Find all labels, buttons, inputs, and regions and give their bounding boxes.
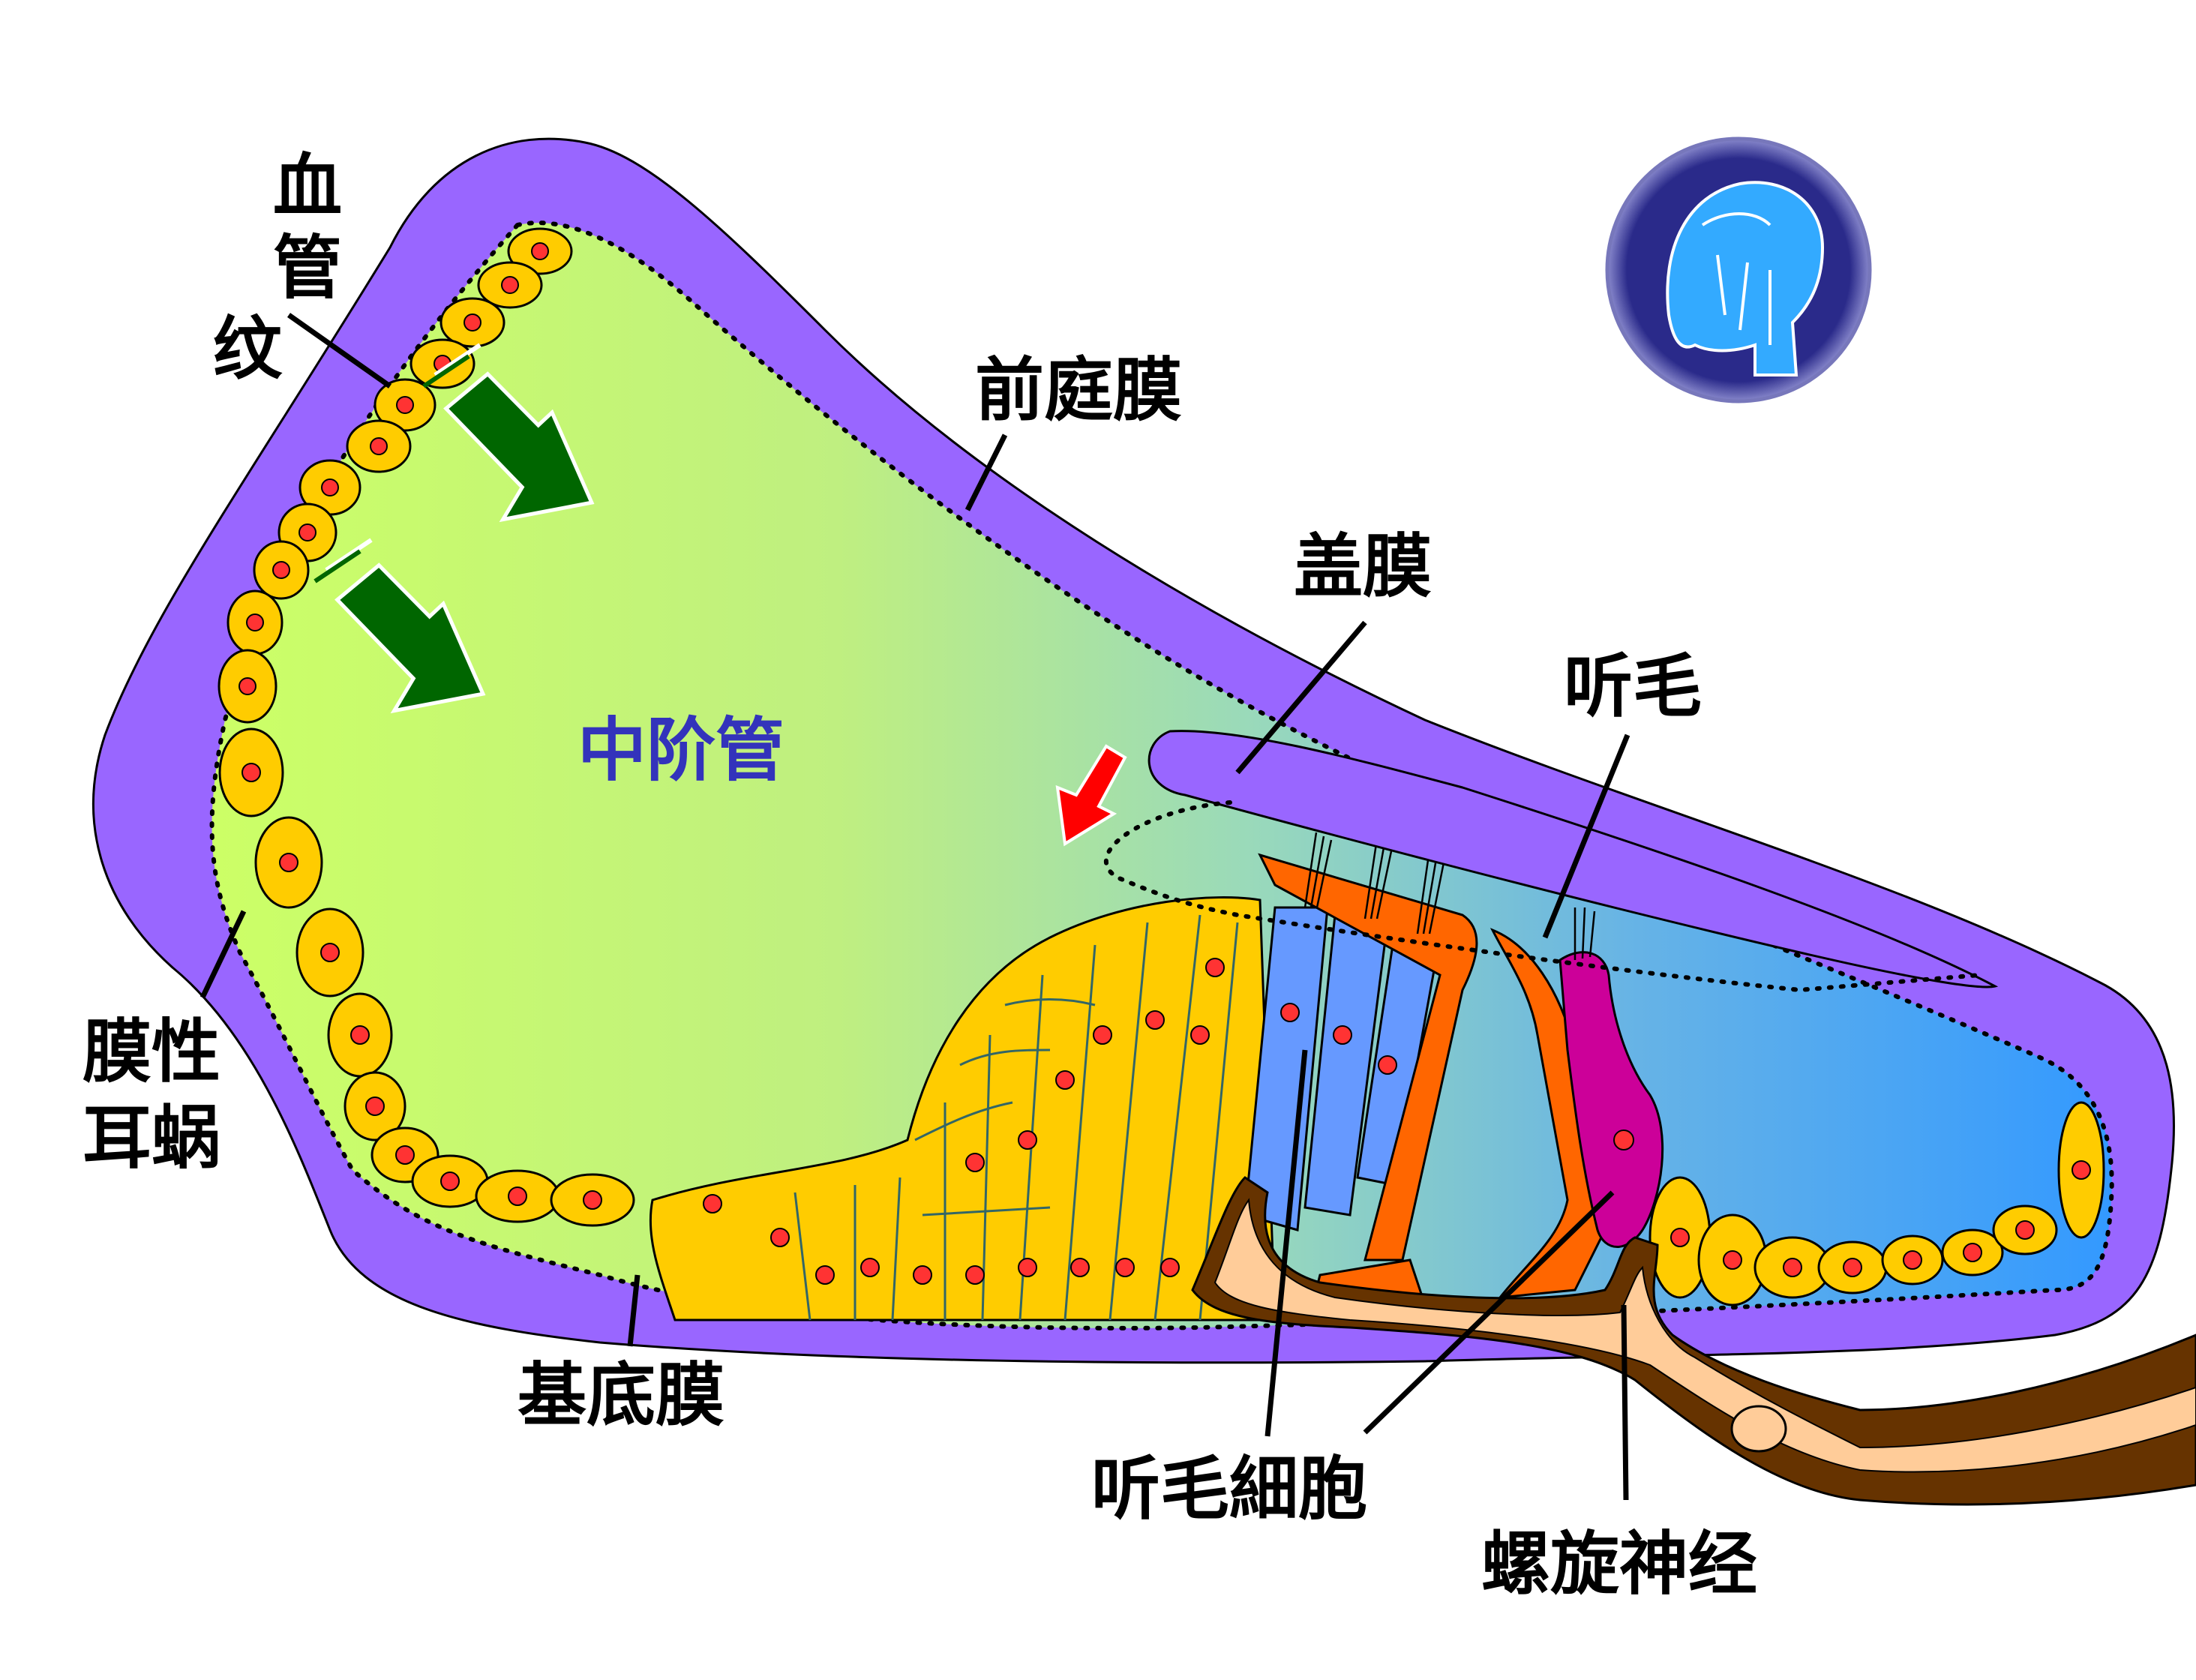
head-anatomy-logo-icon	[1605, 136, 1872, 404]
inner-hair-cell-nucleus	[1613, 1130, 1634, 1150]
inner-hair-cell	[1558, 951, 1664, 1248]
stria-vascularis-cells	[218, 227, 635, 1227]
label-membranous-cochlea: 膜性 耳蜗	[82, 1009, 220, 1181]
spiral-nerve	[1191, 1176, 2196, 1506]
label-hair-cell: 听毛細胞	[1091, 1449, 1368, 1529]
label-scala-media: 中阶管	[578, 710, 785, 790]
label-spiral-nerve: 螺旋神经	[1481, 1524, 1758, 1604]
spiral-ganglion	[1730, 1405, 1787, 1453]
label-stereocilia: 听毛	[1564, 646, 1702, 727]
label-line: 耳蜗	[82, 1098, 221, 1178]
spiral-nerve-core	[1214, 1198, 2196, 1473]
label-stria-vascularis: 血 管 纹	[213, 146, 349, 391]
stereocilia	[1304, 832, 1596, 960]
leader-lines	[200, 313, 1630, 1501]
label-char: 血	[272, 146, 342, 226]
tectorial-boundary	[1104, 800, 1982, 993]
label-char: 纹	[212, 309, 282, 390]
arrow-down-right-icon	[422, 343, 595, 523]
arrow-down-right-icon	[314, 538, 486, 714]
label-basilar-membrane: 基底膜	[518, 1355, 725, 1436]
label-vestibular-membrane: 前庭膜	[975, 350, 1183, 430]
cell-nuclei	[238, 242, 2091, 1285]
label-line: 膜性	[82, 1012, 221, 1092]
hair-cell-nuclei	[1280, 1003, 1397, 1075]
outer-hair-cell	[1244, 906, 1329, 1232]
label-tectorial-membrane: 盖膜	[1294, 526, 1432, 607]
label-char: 管	[272, 227, 342, 308]
arrow-down-left-icon	[1055, 744, 1127, 847]
tectorial-membrane	[1148, 730, 1999, 988]
